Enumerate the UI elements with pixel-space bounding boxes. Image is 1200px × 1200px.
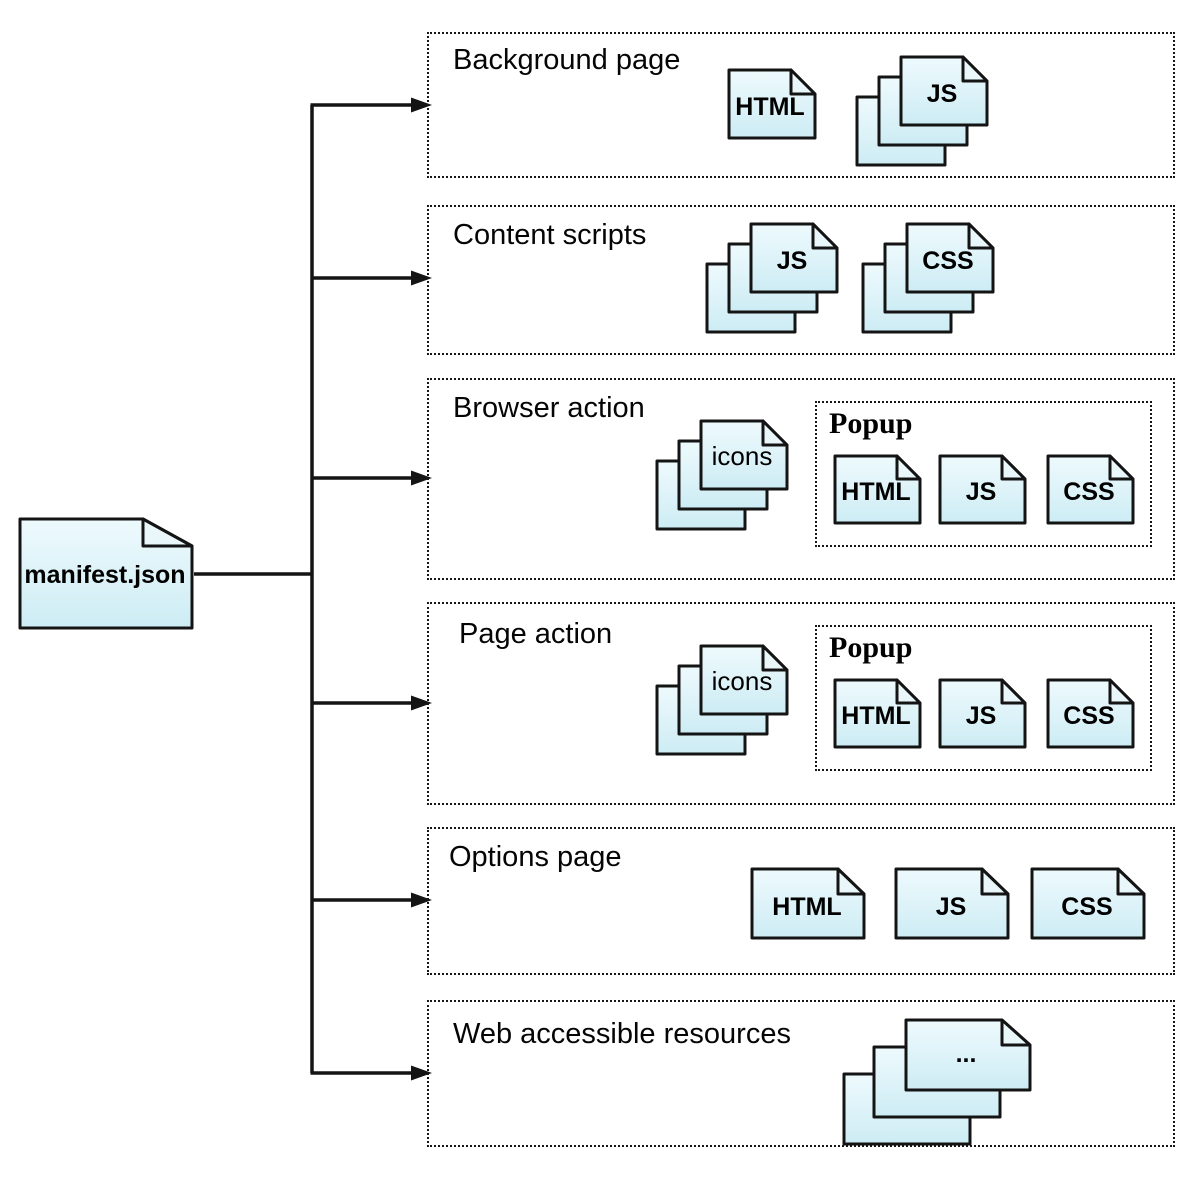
file-label: JS bbox=[927, 80, 958, 108]
file-label: JS bbox=[777, 247, 808, 275]
js-file-icon: JS bbox=[938, 678, 1027, 749]
section-title-web-accessible-resources: Web accessible resources bbox=[453, 1018, 791, 1050]
popup-title: Popup bbox=[829, 407, 913, 440]
html-file-icon: HTML bbox=[750, 867, 866, 940]
section-title-options-page: Options page bbox=[449, 841, 622, 873]
js-files-stack-icon: JS bbox=[855, 55, 989, 167]
section-content-scripts: Content scripts JS CSS bbox=[427, 205, 1175, 355]
file-label: JS bbox=[966, 702, 997, 730]
html-file-icon: HTML bbox=[727, 68, 817, 140]
manifest-file-node: manifest.json bbox=[18, 517, 194, 630]
section-title-browser-action: Browser action bbox=[453, 392, 645, 424]
html-file-icon: HTML bbox=[833, 454, 922, 525]
js-file-icon: JS bbox=[894, 867, 1010, 940]
section-title-content-scripts: Content scripts bbox=[453, 219, 647, 251]
section-page-action: Page action icons Popup HTML JS bbox=[427, 602, 1175, 805]
section-background-page: Background page HTML JS bbox=[427, 32, 1175, 178]
js-file-icon: JS bbox=[938, 454, 1027, 525]
section-web-accessible-resources: Web accessible resources ... bbox=[427, 1000, 1175, 1147]
section-options-page: Options page HTML JS CSS bbox=[427, 827, 1175, 975]
css-files-stack-icon: CSS bbox=[861, 222, 995, 334]
file-label: icons bbox=[712, 666, 773, 696]
icons-files-stack-icon: icons bbox=[655, 419, 789, 531]
file-label: CSS bbox=[1063, 478, 1114, 506]
section-browser-action: Browser action icons Popup HTML JS bbox=[427, 378, 1175, 580]
popup-box: Popup HTML JS CSS bbox=[815, 401, 1152, 547]
popup-box: Popup HTML JS CSS bbox=[815, 625, 1152, 771]
html-file-icon: HTML bbox=[833, 678, 922, 749]
file-label: JS bbox=[966, 478, 997, 506]
icons-files-stack-icon: icons bbox=[655, 644, 789, 756]
manifest-label: manifest.json bbox=[24, 561, 185, 589]
file-label: CSS bbox=[922, 247, 973, 275]
file-label: ... bbox=[956, 1040, 977, 1068]
css-file-icon: CSS bbox=[1046, 454, 1135, 525]
file-label: JS bbox=[936, 893, 967, 921]
css-file-icon: CSS bbox=[1030, 867, 1146, 940]
file-label: HTML bbox=[735, 93, 804, 121]
file-label: HTML bbox=[772, 893, 841, 921]
file-label: CSS bbox=[1063, 702, 1114, 730]
file-label: HTML bbox=[841, 478, 910, 506]
section-title-page-action: Page action bbox=[459, 618, 613, 650]
js-files-stack-icon: JS bbox=[705, 222, 839, 334]
file-label: CSS bbox=[1061, 893, 1112, 921]
file-label: icons bbox=[712, 441, 773, 471]
popup-title: Popup bbox=[829, 631, 913, 664]
section-title-background-page: Background page bbox=[453, 44, 681, 76]
file-label: HTML bbox=[841, 702, 910, 730]
resources-files-stack-icon: ... bbox=[842, 1018, 1032, 1146]
css-file-icon: CSS bbox=[1046, 678, 1135, 749]
